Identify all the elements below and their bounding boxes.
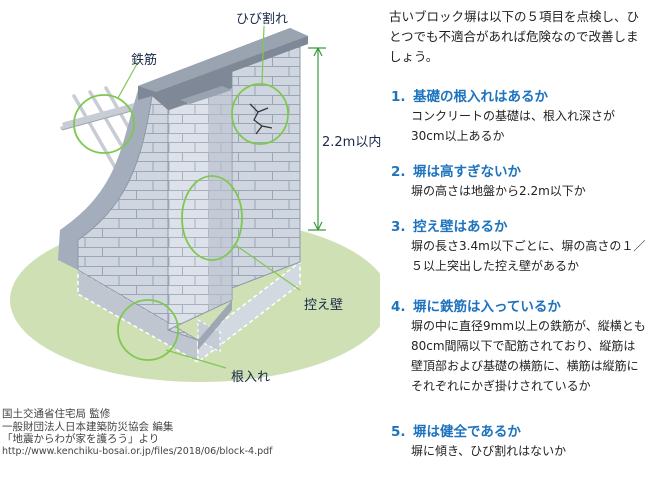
wall-right-face bbox=[231, 39, 301, 289]
intro-text: 古いブロック塀は以下の５項目を点検し、ひとつでも不適合があれば危険なので改善しま… bbox=[389, 9, 640, 64]
crack-circle bbox=[231, 83, 289, 145]
checklist-item-3: 3. 控え壁はあるか 塀の長さ3.4m以下ごとに、塀の高さの１／５以上突出した控え… bbox=[391, 218, 646, 276]
item-description: 塀の中に直径9mm以上の鉄筋が、縦横とも80cm間隔以下で配筋されており、縦筋は… bbox=[411, 319, 646, 393]
wall-section-face bbox=[58, 90, 152, 270]
buttress-circle bbox=[181, 175, 243, 261]
label-rebar: 鉄筋 bbox=[131, 53, 158, 68]
item-description: コンクリートの基礎は、根入れ深さが30cm以上あるか bbox=[411, 109, 616, 143]
foundation-footing bbox=[77, 260, 301, 364]
item-number: 4. bbox=[391, 299, 406, 315]
item-title: 基礎の根入れはあるか bbox=[413, 89, 548, 105]
credit-supervisor: 国土交通省住宅局 監修 bbox=[2, 408, 111, 420]
item-number: 2. bbox=[391, 164, 406, 180]
item-title: 塀は高すぎないか bbox=[413, 164, 521, 180]
rebar-circle bbox=[73, 94, 135, 154]
item-title: 塀に鉄筋は入っているか bbox=[413, 299, 561, 315]
label-crack: ひび割れ bbox=[236, 12, 289, 27]
item-description: 塀に傾き、ひび割れはないか bbox=[411, 444, 567, 458]
item-number: 1. bbox=[391, 89, 406, 105]
item-description: 塀の長さ3.4m以下ごとに、塀の高さの１／５以上突出した控え壁があるか bbox=[411, 239, 646, 273]
checklist-item-1: 1. 基礎の根入れはあるか コンクリートの基礎は、根入れ深さが30cm以上あるか bbox=[391, 88, 646, 146]
credit-editor: 一般財団法人日本建築防災協会 編集 bbox=[2, 420, 174, 433]
label-height: 2.2m以内 bbox=[322, 135, 382, 150]
source-credit: 国土交通省住宅局 監修 一般財団法人日本建築防災協会 編集 「地震からわが家を護… bbox=[2, 408, 273, 458]
footing-circle bbox=[117, 299, 179, 361]
label-footing: 根入れ bbox=[231, 370, 271, 385]
item-title: 塀は健全であるか bbox=[413, 424, 521, 440]
item-number: 3. bbox=[391, 219, 406, 235]
item-title: 控え壁はあるか bbox=[413, 219, 508, 235]
checklist-item-2: 2. 塀は高すぎないか 塀の高さは地盤から2.2m以下か bbox=[391, 163, 646, 201]
credit-source: 「地震からわが家を護ろう」より bbox=[2, 433, 160, 445]
item-description: 塀の高さは地盤から2.2m以下か bbox=[411, 184, 586, 198]
block-wall-illustration bbox=[10, 25, 380, 382]
crack-lines bbox=[249, 103, 273, 135]
height-dimension-line bbox=[308, 47, 326, 231]
checklist-item-4: 4. 塀に鉄筋は入っているか 塀の中に直径9mm以上の鉄筋が、縦横とも80cm間隔… bbox=[391, 298, 646, 396]
credit-url[interactable]: http://www.kenchiku-bosai.or.jp/files/20… bbox=[2, 445, 273, 457]
checklist-item-5: 5. 塀は健全であるか 塀に傾き、ひび割れはないか bbox=[391, 423, 646, 461]
item-number: 5. bbox=[391, 424, 406, 440]
label-buttress: 控え壁 bbox=[304, 298, 344, 313]
